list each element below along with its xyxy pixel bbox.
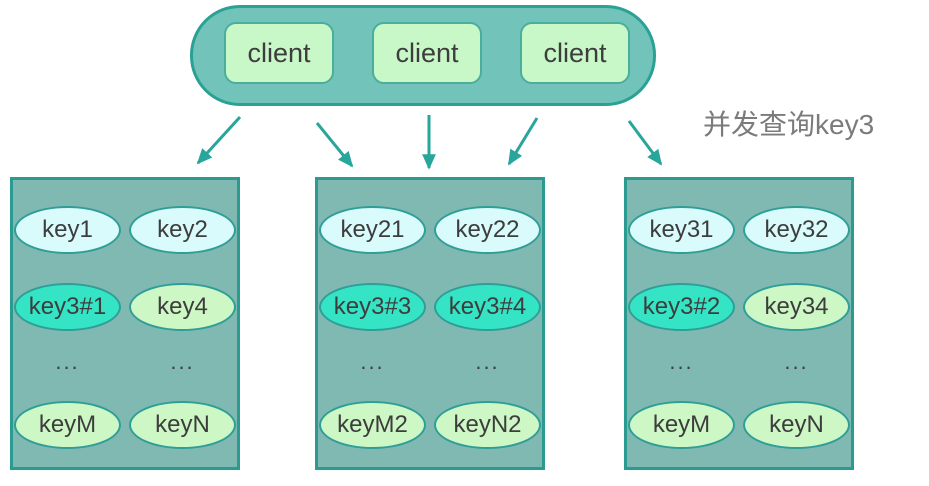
key-ellipse: keyM	[628, 401, 735, 449]
key-ellipse: key22	[434, 206, 541, 254]
ellipsis-row: ......	[628, 340, 850, 384]
client-label: client	[543, 37, 607, 68]
client-box: client	[520, 22, 630, 84]
key-ellipse: key4	[129, 283, 236, 331]
key-ellipse: key21	[319, 206, 426, 254]
ellipsis-text: ...	[360, 349, 385, 374]
ellipsis-text: ...	[55, 349, 80, 374]
key-ellipse: key3#3	[319, 283, 426, 331]
key-ellipse: key1	[14, 206, 121, 254]
key-ellipse: key3#2	[628, 283, 735, 331]
query-arrow	[627, 120, 663, 166]
key-ellipse: keyM2	[319, 401, 426, 449]
key-ellipse: keyN2	[434, 401, 541, 449]
key-ellipse: key3#1	[14, 283, 121, 331]
query-arrow	[315, 122, 354, 168]
ellipsis-row: ......	[14, 340, 236, 384]
concurrent-query-label: 并发查询key3	[703, 109, 875, 140]
query-arrow	[196, 115, 242, 165]
ellipsis-row: ......	[319, 340, 541, 384]
key-ellipse: keyN	[129, 401, 236, 449]
client-label: client	[247, 37, 311, 68]
ellipsis-text: ...	[784, 349, 809, 374]
ellipsis-text: ...	[669, 349, 694, 374]
client-label: client	[395, 37, 459, 68]
key-ellipse: key3#4	[434, 283, 541, 331]
ellipsis-text: ...	[475, 349, 500, 374]
key-ellipse: key31	[628, 206, 735, 254]
client-box: client	[372, 22, 482, 84]
client-cluster: client client client	[190, 5, 656, 106]
client-box: client	[224, 22, 334, 84]
key-ellipse: keyM	[14, 401, 121, 449]
key-ellipse: key34	[743, 283, 850, 331]
query-arrow	[507, 117, 539, 166]
ellipsis-text: ...	[170, 349, 195, 374]
key-ellipse: key32	[743, 206, 850, 254]
key-ellipse: keyN	[743, 401, 850, 449]
key-ellipse: key2	[129, 206, 236, 254]
